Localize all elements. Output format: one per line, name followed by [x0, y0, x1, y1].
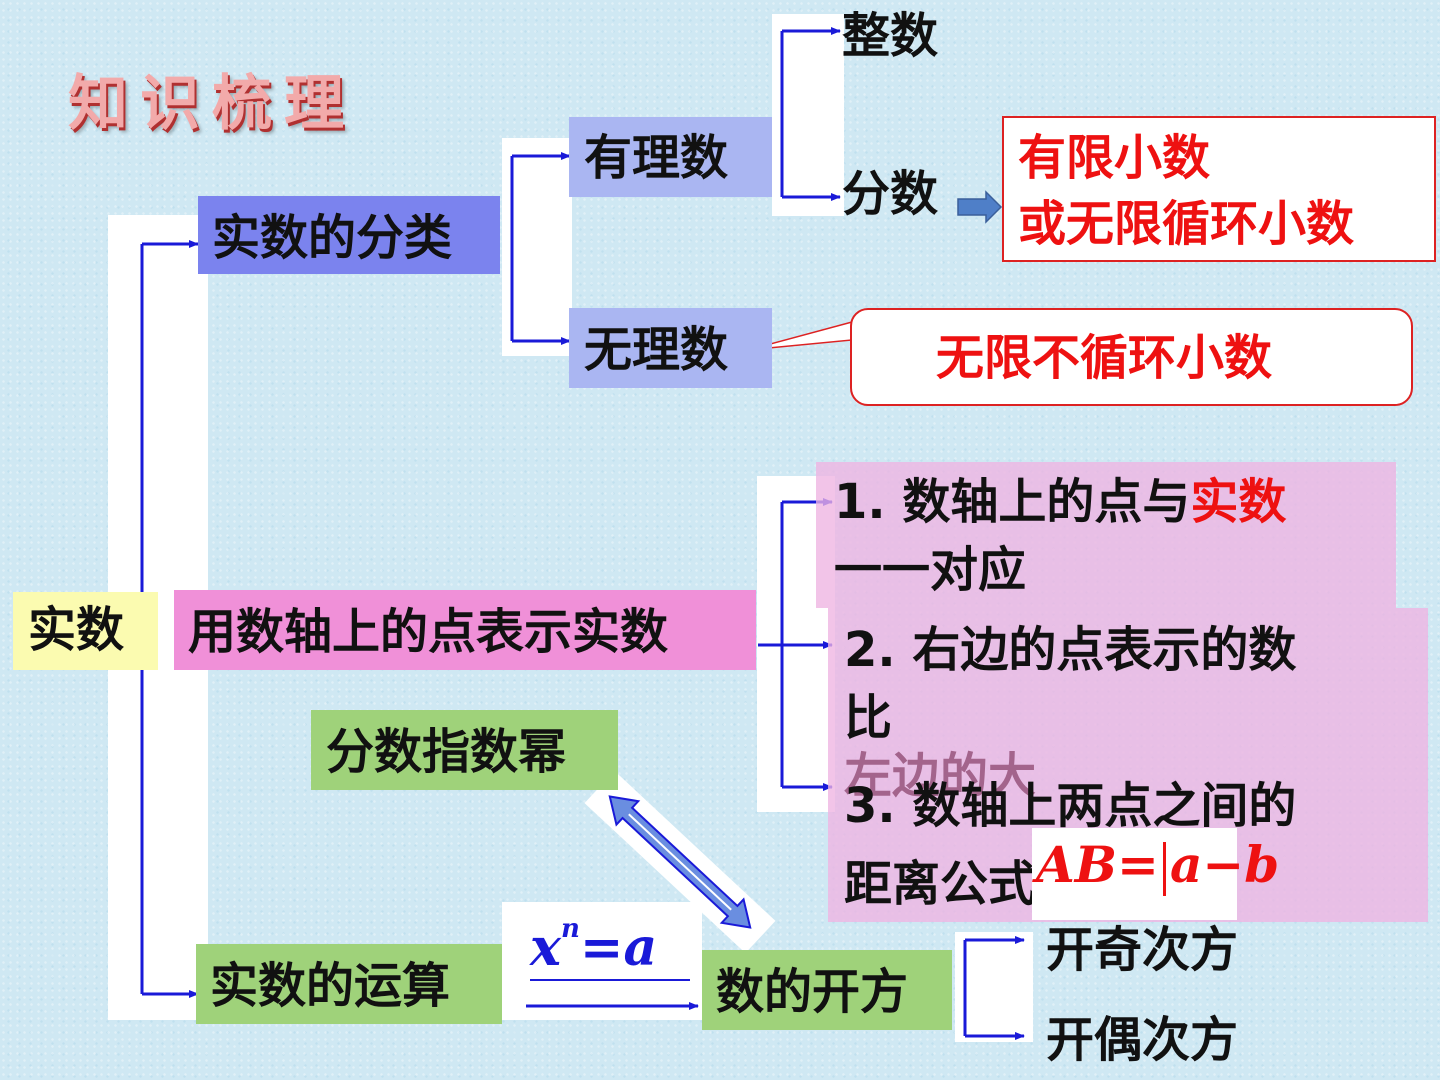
fraction-note-line1: 有限小数 [1018, 130, 1211, 186]
item2-line2: 比 [844, 690, 893, 746]
bracket-panel-roots [955, 932, 1033, 1042]
irrational-box [569, 308, 772, 388]
root-node-box [13, 592, 158, 670]
odd-root-label: 开奇次方 [1046, 922, 1239, 978]
item1-line2: 一一对应 [834, 542, 1027, 598]
classification-label: 实数的分类 [212, 210, 453, 266]
fraction-note-box [1002, 116, 1436, 262]
root-node: 实数 [28, 602, 125, 658]
distance-formula: AB=a−b [1036, 840, 1279, 896]
rational-label: 有理数 [584, 130, 729, 186]
fraction-label: 分数 [842, 166, 939, 222]
fractional-power-label: 分数指数幂 [326, 724, 567, 780]
classification-box [198, 196, 500, 274]
formula-lhs: AB= [1036, 835, 1159, 894]
operations-box [196, 944, 502, 1024]
formula-rhs: a−b [1169, 835, 1280, 894]
root-extraction-label: 数的开方 [716, 964, 909, 1020]
equation-rhs: =a [579, 917, 658, 978]
item2-overlap-text: 左边的大 [844, 748, 1037, 804]
bracket-panel-rational [772, 14, 844, 216]
numberline-box [174, 590, 756, 670]
irrational-note: 无限不循环小数 [936, 330, 1273, 386]
item1-highlight: 实数 [1190, 474, 1287, 530]
item2-box [828, 608, 1428, 750]
equation-panel [502, 902, 702, 1020]
item1-box [816, 462, 1396, 608]
bracket-panel-classification [502, 138, 572, 356]
root-extraction-box [702, 950, 952, 1030]
fraction-note-line2: 或无限循环小数 [1018, 196, 1355, 252]
fractional-power-box [311, 710, 618, 790]
irrational-note-box [850, 308, 1413, 406]
equation-exponent: n [561, 914, 580, 944]
double-arrow-icon [584, 770, 776, 954]
even-root-label: 开偶次方 [1046, 1012, 1239, 1068]
item3-line1: 3. 数轴上两点之间的 [844, 778, 1297, 834]
distance-formula-box [1032, 828, 1237, 920]
block-arrow-icon [957, 190, 1003, 224]
irrational-label: 无理数 [584, 322, 729, 378]
operations-label: 实数的运算 [210, 958, 451, 1014]
equation-base: x [530, 917, 562, 978]
equation: xn=a [530, 916, 657, 974]
item3-line2: 距离公式 [844, 856, 1037, 912]
item2-line1: 2. 右边的点表示的数 [844, 622, 1297, 678]
item1-prefix: 1. 数轴上的点与 [834, 474, 1191, 530]
item1-line1: 1. 数轴上的点与实数 [834, 478, 1286, 526]
integer-label: 整数 [842, 8, 939, 64]
numberline-label: 用数轴上的点表示实数 [188, 604, 669, 660]
rational-box [569, 117, 772, 197]
page-title: 知识梳理 [68, 69, 356, 139]
abs-bar-icon [1162, 842, 1166, 896]
